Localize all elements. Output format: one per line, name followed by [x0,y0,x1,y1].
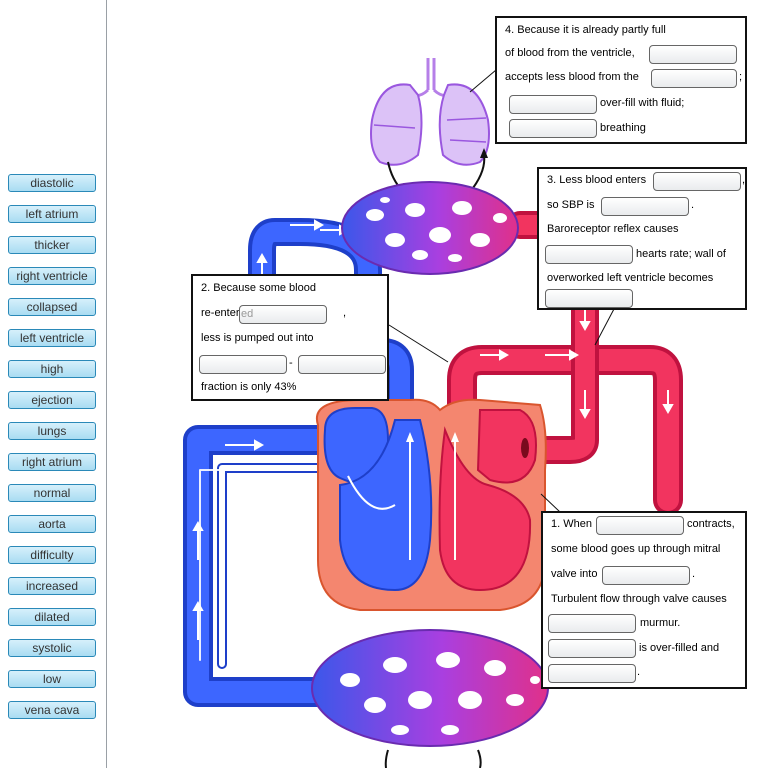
box2-line5: fraction is only 43% [201,381,297,393]
drop-box1-2[interactable] [602,566,690,585]
pulmonary-capillaries [341,181,519,275]
drop-box4-3[interactable] [509,95,597,114]
drop-box2-1[interactable]: ed [239,305,327,324]
drop-box4-1[interactable] [649,45,737,64]
systemic-capillaries [311,629,549,768]
drop-box1-3[interactable] [548,614,636,633]
lungs-illustration [370,58,490,193]
box2-reentered: re-enter [201,307,240,319]
chip-difficulty[interactable]: difficulty [8,546,96,564]
chip-normal[interactable]: normal [8,484,96,502]
question-box-2: 2. Because some blood re-enter ed , less… [191,274,389,401]
box2-line1: 2. Because some blood [201,282,316,294]
box1-line4: Turbulent flow through valve causes [551,593,727,605]
chip-left-atrium[interactable]: left atrium [8,205,96,223]
box2-line3: less is pumped out into [201,332,314,344]
box3-comma: , [742,174,746,186]
box2-dash: - [289,357,293,369]
box3-hearts-rate: hearts rate; wall of [636,248,726,260]
drop-box3-3[interactable] [545,245,633,264]
drop-box1-4[interactable] [548,639,636,658]
box4-overfill: over-fill with fluid; [600,97,685,109]
question-box-1: 1. When contracts, some blood goes up th… [541,511,747,689]
heart [315,398,547,611]
box1-overfilled: is over-filled and [639,642,720,654]
drop-box2-1-partial: ed [241,308,254,320]
drop-box1-5[interactable] [548,664,636,683]
drop-box4-2[interactable] [651,69,737,88]
box1-line2: some blood goes up through mitral [551,543,721,555]
drop-box3-4[interactable] [545,289,633,308]
drop-box2-2[interactable] [199,355,287,374]
chip-lungs[interactable]: lungs [8,422,96,440]
box4-line1: 4. Because it is already partly full [505,24,666,36]
box2-comma: , [343,307,347,319]
box3-line3: Baroreceptor reflex causes [547,223,679,235]
systemic-vein [183,218,414,707]
chip-ejection[interactable]: ejection [8,391,96,409]
box4-line2: of blood from the ventricle, [505,47,635,59]
chip-dilated[interactable]: dilated [8,608,96,626]
leader-lines [388,69,615,513]
box4-line3: accepts less blood from the [505,71,639,83]
chip-systolic[interactable]: systolic [8,639,96,657]
chip-low[interactable]: low [8,670,96,688]
drop-box4-4[interactable] [509,119,597,138]
chip-high[interactable]: high [8,360,96,378]
chip-increased[interactable]: increased [8,577,96,595]
box3-period: . [691,199,695,211]
chip-right-atrium[interactable]: right atrium [8,453,96,471]
drop-box1-1[interactable] [596,516,684,535]
drop-box2-3[interactable] [298,355,386,374]
box4-semicolon: ; [739,71,743,83]
word-bank: diastolic left atrium thicker right vent… [0,0,107,768]
chip-left-ventricle[interactable]: left ventricle [8,329,96,347]
box1-line1: 1. When [551,518,592,530]
drop-box3-2[interactable] [601,197,689,216]
box3-line5: overworked left ventricle becomes [547,272,714,284]
box1-period2: . [637,666,641,678]
chip-collapsed[interactable]: collapsed [8,298,96,316]
question-box-3: 3. Less blood enters , so SBP is . Baror… [537,167,747,310]
chip-right-ventricle[interactable]: right ventricle [8,267,96,285]
chip-diastolic[interactable]: diastolic [8,174,96,192]
box3-line1: 3. Less blood enters [547,174,647,186]
chip-vena-cava[interactable]: vena cava [8,701,96,719]
box1-contracts: contracts, [687,518,735,530]
box1-period: . [692,568,696,580]
box1-murmur: murmur. [640,617,681,629]
chip-thicker[interactable]: thicker [8,236,96,254]
box3-line2: so SBP is [547,199,595,211]
box4-breathing: breathing [600,122,646,134]
drop-box3-1[interactable] [653,172,741,191]
box1-line3: valve into [551,568,598,580]
question-box-4: 4. Because it is already partly full of … [495,16,747,144]
chip-aorta[interactable]: aorta [8,515,96,533]
